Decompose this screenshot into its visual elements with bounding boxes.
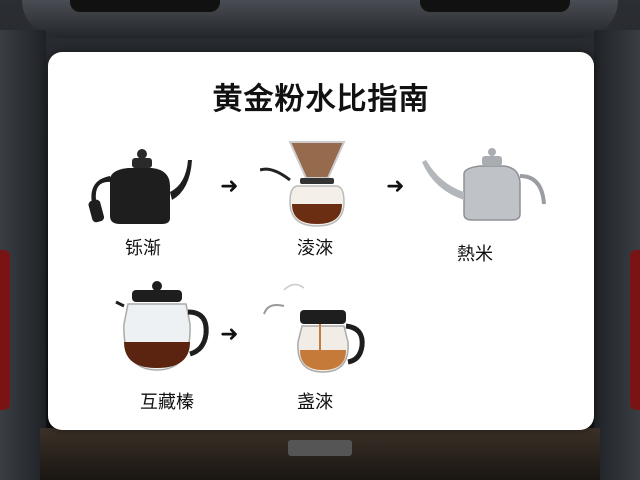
step-glass-server: 盏淶 [260,280,370,413]
step-label: 互藏榛 [140,392,194,413]
gooseneck-kettle-steel-icon [422,148,546,221]
guide-title: 黄金粉水比指南 [212,82,430,117]
trunk-latch [288,440,352,456]
arrow-icon: ➜ [386,174,405,199]
glass-server-kettle-icon [263,283,365,373]
gooseneck-kettle-black-icon [88,149,192,224]
step-french-press: 互藏榛 [112,280,222,413]
step-label: 熱米 [457,244,493,265]
step-label: 盏淶 [297,392,333,413]
arrow-icon: ➜ [220,174,239,199]
step-label: 铄渐 [125,238,161,259]
hatch-trim-left [70,0,220,12]
tail-light-left [0,250,10,410]
pour-over-dripper-icon [260,141,346,227]
step-label: 淩淶 [297,238,333,259]
step-kettle-black: 铄渐 [88,140,198,260]
tail-light-right [630,250,640,410]
step-pour-over: 淩淶 [260,138,370,259]
hatch-trim-right [420,0,570,12]
step-kettle-steel: 熱米 [420,144,546,265]
french-press-icon [115,281,209,371]
guide-board: 黄金粉水比指南 铄渐 ➜ 淩淶 ➜ [48,52,594,430]
arrow-icon: ➜ [220,322,239,347]
